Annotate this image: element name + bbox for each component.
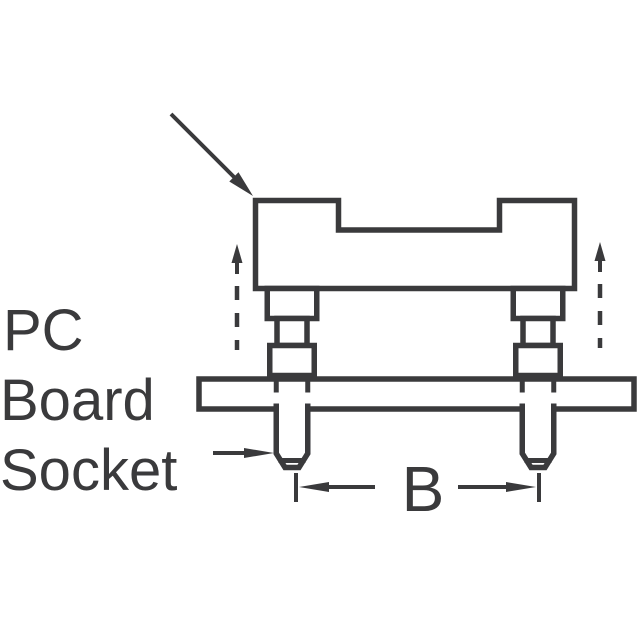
dimension-b: B [294,453,541,525]
dimension-b-label: B [402,453,445,525]
socket-housing-outline [252,197,578,292]
caption: PC Board Socket [0,298,177,503]
caption-line-board: Board [0,368,155,433]
socket-leader-arrow-icon [213,448,274,458]
right-pin-collar [513,342,563,379]
caption-line-pc: PC [3,298,84,363]
left-pin-tip [273,403,311,471]
housing-leader-arrow-icon [169,112,253,196]
right-pin [510,285,566,471]
dimension-b-left-arrowhead [299,482,329,492]
right-pin-tip [519,403,557,471]
left-pin [264,285,320,471]
left-pin-collar [267,342,317,379]
caption-line-socket: Socket [0,438,177,503]
right-pin-neck [520,315,556,349]
right-pin-upper-section [510,285,566,322]
socket-leader-arrowhead [244,448,274,458]
left-pin-neck [274,315,310,349]
right-removal-arrowhead [594,242,606,261]
right-removal-arrow-icon [594,242,606,348]
housing-leader-line [169,112,240,183]
dimension-b-right-arrowhead [506,482,536,492]
left-removal-arrowhead [231,244,243,263]
left-removal-arrow-icon [231,244,243,350]
right-pin-board-entry [519,375,557,393]
pc-board-outline [196,376,637,412]
left-pin-upper-section [264,285,320,322]
left-pin-board-entry [273,375,311,393]
housing-leader-arrowhead [229,172,253,196]
